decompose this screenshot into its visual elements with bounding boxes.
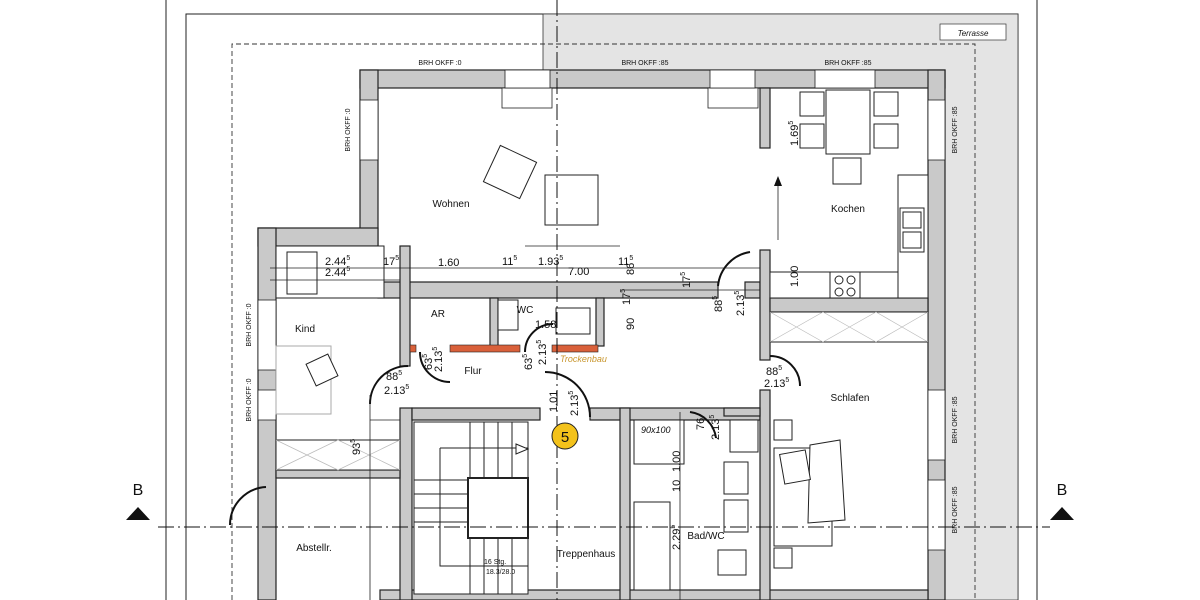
windows (257, 69, 946, 551)
dining-table (825, 89, 871, 155)
svg-text:BRH OKFF :0: BRH OKFF :0 (345, 108, 352, 151)
dimension-label: 2.445 (325, 266, 350, 279)
svg-text:BRH OKFF :0: BRH OKFF :0 (418, 60, 461, 67)
room-abstellr: Abstellr. (296, 543, 332, 554)
stairs-ratio: 18.3/28.0 (486, 569, 515, 576)
dimension-label: 175 (620, 289, 633, 305)
furniture (275, 89, 929, 591)
room-wohnen: Wohnen (432, 199, 469, 210)
svg-text:BRH OKFF :85: BRH OKFF :85 (952, 486, 959, 533)
svg-text:BRH OKFF :85: BRH OKFF :85 (952, 106, 959, 153)
svg-text:BRH OKFF :85: BRH OKFF :85 (952, 396, 959, 443)
dimension-label: 885 (712, 296, 725, 312)
dimension-label: 175 (680, 272, 693, 288)
staircase: 16 Stg. 18.3/28.0 (413, 421, 530, 595)
bath-toilet (717, 549, 747, 576)
dimension-label: 2.135 (432, 347, 445, 372)
armchair (482, 144, 538, 200)
section-mark-right: B (1057, 482, 1068, 499)
dimension-label: 10 (671, 480, 683, 492)
wc-sink (497, 299, 519, 331)
dimension-label: 885 (386, 370, 402, 383)
dimension-label: 635 (522, 354, 535, 370)
table (544, 174, 599, 226)
dimension-label: 2.135 (764, 377, 789, 390)
dimension-label: 90 (625, 318, 637, 330)
shower (633, 419, 685, 465)
svg-text:BRH OKFF :0: BRH OKFF :0 (246, 378, 253, 421)
interior-walls (275, 87, 929, 600)
dimension-label: 1.60 (438, 257, 459, 269)
svg-text:BRH OKFF :85: BRH OKFF :85 (824, 60, 871, 67)
wardrobe-kind (275, 439, 401, 471)
room-ar: AR (431, 309, 445, 320)
dimension-label: 115 (502, 255, 517, 268)
bath-sink (723, 461, 749, 495)
room-wc: WC (517, 305, 534, 316)
desk-chair (305, 353, 339, 387)
dimension-label: 1.00 (671, 451, 683, 472)
stairs-steps: 16 Stg. (484, 559, 506, 566)
svg-text:BRH OKFF :85: BRH OKFF :85 (621, 60, 668, 67)
dimension-label: 885 (766, 365, 782, 378)
dimension-label: 1.58 (535, 319, 556, 331)
stair-direction-arrow-icon (515, 443, 530, 455)
trockenbau-walls (409, 344, 599, 353)
dimension-label: 1.935 (538, 255, 563, 268)
bathtub (633, 501, 671, 591)
section-arrow-right-icon (1050, 507, 1074, 520)
room-kochen: Kochen (831, 204, 865, 215)
dimension-label: 2.295 (670, 525, 683, 550)
room-schlafen: Schlafen (831, 393, 870, 404)
dimension-label: 1.01 (548, 391, 560, 412)
stove-icon (829, 271, 861, 299)
terrace-label: Terrasse (958, 29, 989, 38)
room-treppenhaus: Treppenhaus (557, 549, 616, 560)
dimension-label: 175 (383, 255, 399, 268)
dimension-label: 115 (618, 255, 633, 268)
room-flur: Flur (464, 366, 482, 377)
dimension-label: 2.135 (709, 415, 722, 440)
roof-edge-dashed (231, 43, 976, 600)
dimension-label: 2.135 (568, 391, 581, 416)
toilet (555, 307, 591, 335)
room-labels: Wohnen Kochen Kind AR WC Flur Schlafen A… (295, 199, 869, 560)
dimension-label: 86 (625, 263, 637, 275)
trockenbau-label: Trockenbau (560, 354, 607, 364)
dimension-label: 2.445 (325, 255, 350, 268)
dimension-label: 1.695 (788, 121, 801, 146)
dimension-label: 935 (350, 439, 363, 455)
section-arrow-left-icon (126, 507, 150, 520)
terrace-label-box (939, 23, 1007, 41)
dimension-label: 76 (695, 418, 707, 430)
apartment-badge (551, 422, 579, 450)
dimension-lines (270, 245, 760, 600)
dimension-label: 7.00 (568, 266, 589, 278)
apartment-number: 5 (561, 429, 569, 446)
dimension-label: 635 (422, 354, 435, 370)
svg-text:BRH OKFF :0: BRH OKFF :0 (246, 303, 253, 346)
room-kind: Kind (295, 324, 315, 335)
section-mark-left: B (133, 482, 144, 499)
dimension-label: 1.00 (789, 266, 801, 287)
dimension-label: 2.135 (384, 384, 409, 397)
dimension-label: 2.135 (734, 291, 747, 316)
room-bad: Bad/WC (687, 531, 724, 542)
dimension-label: 2.135 (536, 340, 549, 365)
window-sill-labels: BRH OKFF :0 BRH OKFF :85 BRH OKFF :85 BR… (246, 60, 959, 534)
shower-size: 90x100 (641, 425, 671, 435)
doors (228, 176, 801, 526)
